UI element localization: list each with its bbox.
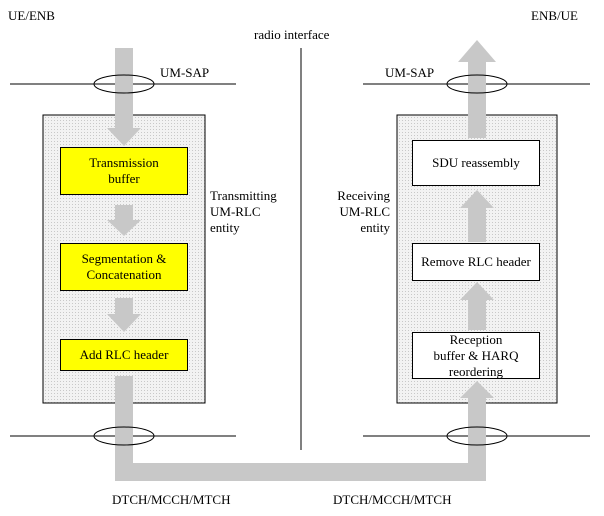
tx-arrow-stem-3 [115,298,133,314]
radio-interface-label: radio interface [254,27,330,42]
tx-arrow-head-3 [107,314,141,332]
tx-arrow-stem-2 [115,205,133,220]
sdu-reassembly-box: SDU reassembly [412,140,540,186]
title-left: UE/ENB [8,8,55,23]
rx-arrow-head-3 [460,190,494,208]
tx-arrow-head-1 [107,128,141,146]
title-right: ENB/UE [531,8,578,23]
sap-label-right: UM-SAP [385,65,435,80]
tx-arrow-head-2 [107,220,141,236]
sap-ellipse-left-top [93,74,155,94]
sap-ellipse-right-bottom [446,426,508,446]
tx-arrow-stem-1 [115,48,133,128]
rx-arrow-stem-3 [468,208,486,242]
sap-label-left: UM-SAP [160,65,210,80]
channel-label-left: DTCH/MCCH/MTCH [112,492,231,507]
transmitting-entity-label: Transmitting UM-RLC entity [210,188,277,235]
remove-rlc-header-box: Remove RLC header [412,243,540,281]
receiving-entity-label: Receiving UM-RLC entity [337,188,390,235]
rx-arrow-stem-4 [468,60,486,138]
reception-buffer-box: Reception buffer & HARQ reordering [412,332,540,379]
rx-arrow-head-2 [460,282,494,300]
segmentation-box: Segmentation & Concatenation [60,243,188,291]
sap-ellipse-right-top [446,74,508,94]
channel-path [115,376,486,481]
transmission-buffer-box: Transmission buffer [60,147,188,195]
rx-arrow-stem-2 [468,300,486,330]
add-rlc-header-box: Add RLC header [60,339,188,371]
sap-ellipse-left-bottom [93,426,155,446]
channel-label-right: DTCH/MCCH/MTCH [333,492,452,507]
rx-arrow-head-4 [458,40,496,62]
rx-arrow-head-1 [460,381,494,398]
